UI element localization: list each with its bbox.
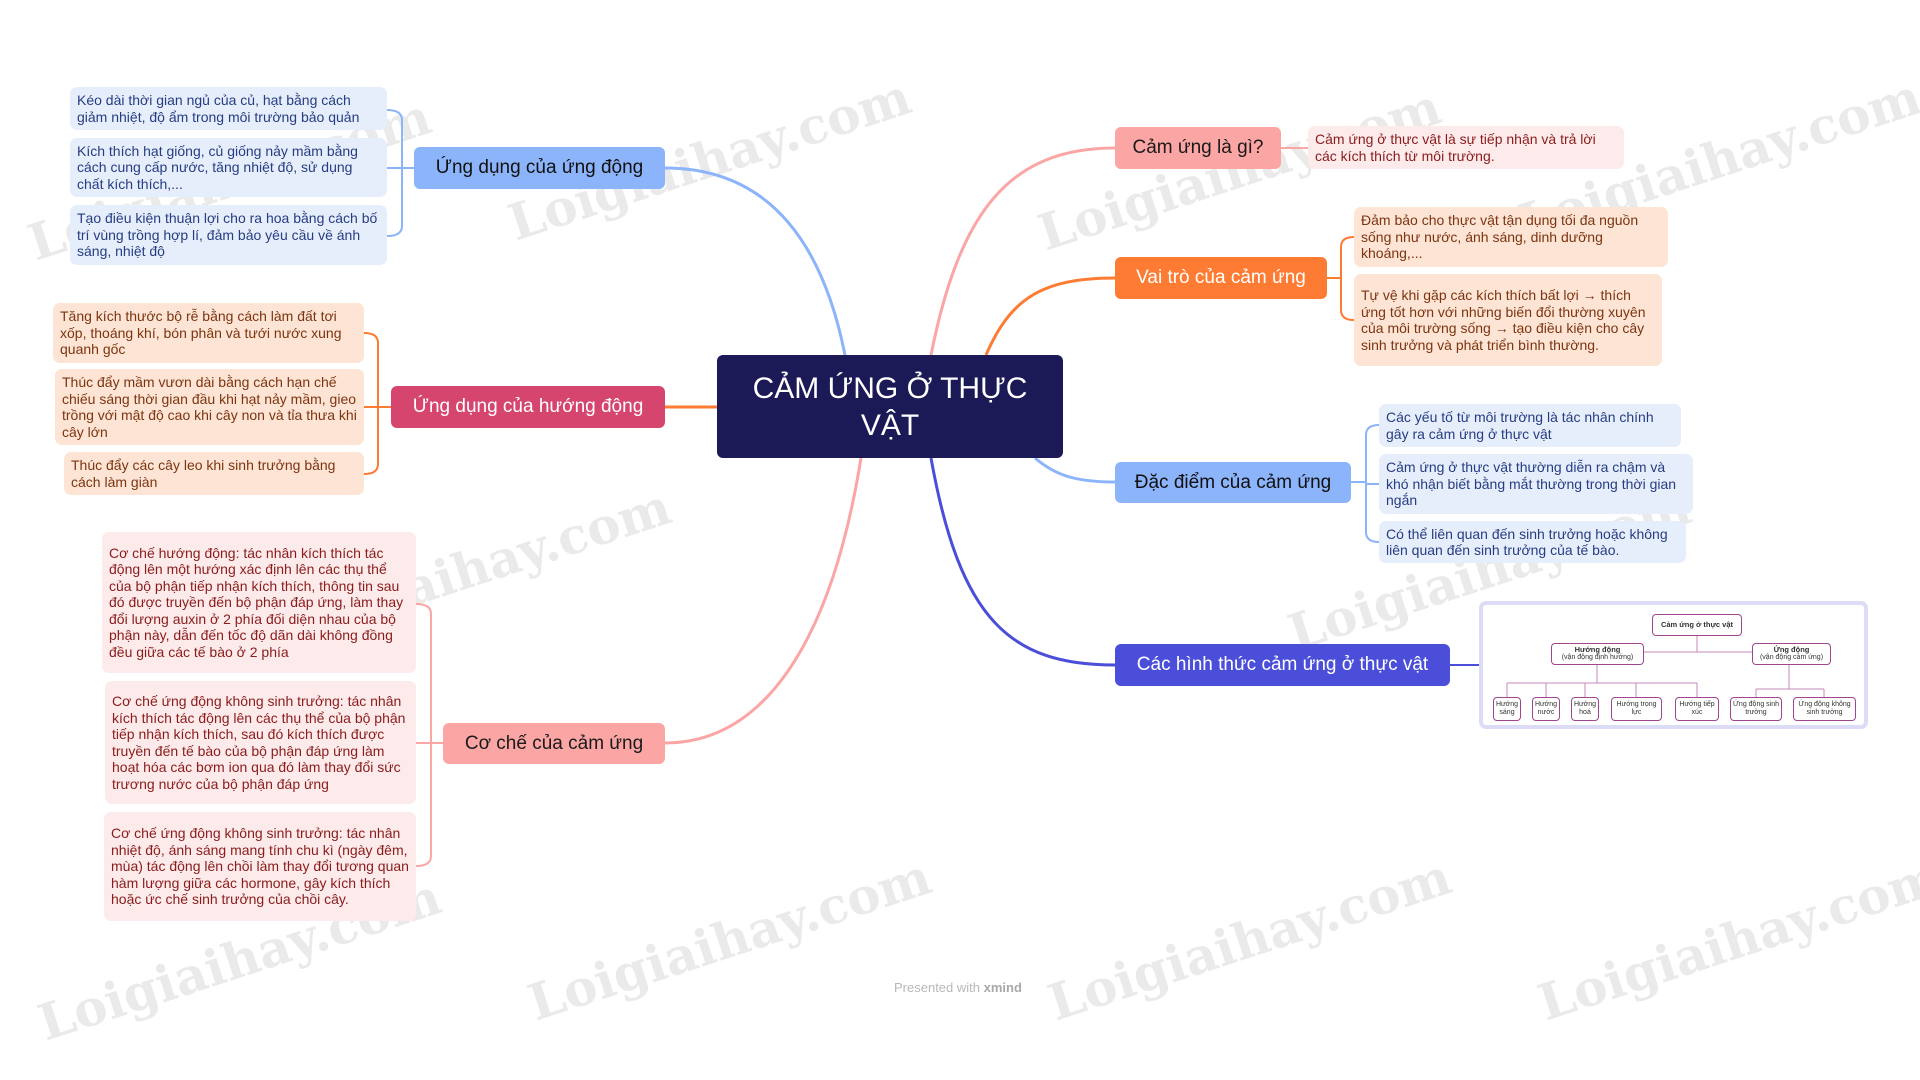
diagram-leaf: Ứng động không sinh trưởng [1793,697,1856,721]
subtopic[interactable]: Cơ chế ứng động không sinh trưởng: tác n… [104,812,416,921]
footer-prefix: Presented with [894,980,980,995]
classification-image[interactable]: Cảm ứng ở thực vật Hướng động(vận động đ… [1479,601,1868,729]
subtopic-text: Thúc đẩy các cây leo khi sinh trưởng bằn… [71,457,336,490]
topic-dac-diem[interactable]: Đặc điểm của cảm ứng [1115,462,1351,503]
topic-cam-ung-la-gi[interactable]: Cảm ứng là gì? [1115,127,1281,169]
topic-label: Đặc điểm của cảm ứng [1134,471,1332,493]
diagram-ung-dong: Ứng động(vận động cảm ứng) [1752,643,1831,665]
diagram-leaf: Hướng hoá [1571,697,1599,721]
subtopic[interactable]: Cơ chế hướng động: tác nhân kích thích t… [102,532,416,673]
link-hinh-thuc [929,457,1116,667]
diagram-root: Cảm ứng ở thực vật [1652,614,1742,636]
subtopic-text: Tăng kích thước bộ rễ bằng cách làm đất … [60,308,342,358]
topic-label: Ứng dụng của hướng động [412,396,644,417]
topic-label: Ứng dụng của ứng động [435,157,644,178]
subtopic-text: Cơ chế ứng động không sinh trưởng: tác n… [112,693,406,792]
subtopic[interactable]: Kéo dài thời gian ngủ của củ, hạt bằng c… [70,87,387,130]
subtopic[interactable]: Tự vệ khi gặp các kích thích bất lợi → t… [1354,274,1662,366]
subtopic[interactable]: Có thể liên quan đến sinh trưởng hoặc kh… [1379,521,1686,563]
subtopic-text: Cơ chế ứng động không sinh trưởng: tác n… [111,825,409,908]
subtopic[interactable]: Tăng kích thước bộ rễ bằng cách làm đất … [53,303,364,363]
subtopic[interactable]: Thúc đẩy các cây leo khi sinh trưởng bằn… [64,452,364,495]
topic-label: Cơ chế của cảm ứng [464,732,644,754]
topic-co-che-cam-ung[interactable]: Cơ chế của cảm ứng [443,723,665,764]
subtopic[interactable]: Tạo điều kiện thuận lợi cho ra hoa bằng … [70,205,387,265]
presented-with-xmind: Presented with xmind [894,980,1022,995]
topic-ung-dung-ung-dong[interactable]: Ứng dụng của ứng động [414,147,665,189]
central-topic-title: CẢM ỨNG Ở THỰC VẬT [752,371,1028,442]
topic-hinh-thuc[interactable]: Các hình thức cảm ứng ở thực vật [1115,644,1450,686]
link-ung-dung-ung-dong [664,166,847,356]
subtopic[interactable]: Các yếu tố từ môi trường là tác nhân chí… [1379,404,1681,447]
diagram-huong-dong: Hướng động(vận động định hướng) [1551,643,1644,665]
subtopic-text: Thúc đẩy mầm vươn dài bằng cách hạn chế … [62,374,357,440]
central-topic[interactable]: CẢM ỨNG Ở THỰC VẬT [717,355,1063,458]
subtopic[interactable]: Đảm bảo cho thực vật tận dụng tối đa ngu… [1354,207,1668,267]
subtopic[interactable]: Kích thích hạt giống, củ giống nảy mầm b… [70,138,387,197]
subtopic-text: Cảm ứng ở thực vật thường diễn ra chậm v… [1386,459,1677,509]
topic-ung-dung-huong-dong[interactable]: Ứng dụng của hướng động [391,386,665,428]
subtopic[interactable]: Thúc đẩy mầm vươn dài bằng cách hạn chế … [55,369,364,445]
diagram-leaf: Hướng tiếp xúc [1675,697,1719,721]
classification-lines [1506,636,1825,697]
subtopic-text: Cảm ứng ở thực vật là sự tiếp nhận và tr… [1315,131,1596,164]
subtopic-text: Có thể liên quan đến sinh trưởng hoặc kh… [1386,525,1668,559]
diagram-leaf: Hướng trọng lực [1611,697,1662,721]
link-dac-diem [1034,456,1116,484]
topic-label: Cảm ứng là gì? [1132,137,1264,158]
topic-label: Vai trò của cảm ứng [1136,267,1306,288]
diagram-leaf: Hướng nước [1532,697,1560,721]
subtopic-text: Cơ chế hướng động: tác nhân kích thích t… [109,544,404,660]
diagram-leaf: Ứng động sinh trưởng [1730,697,1782,721]
subtopic-text: Các yếu tố từ môi trường là tác nhân chí… [1386,409,1654,442]
diagram-leaf: Hướng sáng [1493,697,1521,721]
topic-label: Các hình thức cảm ứng ở thực vật [1136,654,1429,675]
xmind-brand: xmind [983,980,1022,995]
subtopic[interactable]: Cơ chế ứng động không sinh trưởng: tác n… [105,681,416,804]
subtopic-text: Tạo điều kiện thuận lợi cho ra hoa bằng … [77,210,378,260]
subtopic-text: Đảm bảo cho thực vật tận dụng tối đa ngu… [1361,212,1639,262]
link-dinh-nghia [929,146,1116,356]
subtopic[interactable]: Cảm ứng ở thực vật là sự tiếp nhận và tr… [1308,126,1624,169]
link-vai-tro [984,276,1116,356]
topic-vai-tro[interactable]: Vai trò của cảm ứng [1115,257,1327,299]
subtopic-text: Kéo dài thời gian ngủ của củ, hạt bằng c… [77,92,360,125]
link-co-che [664,457,863,745]
subtopic[interactable]: Cảm ứng ở thực vật thường diễn ra chậm v… [1379,454,1693,514]
subtopic-text: Tự vệ khi gặp các kích thích bất lợi → t… [1361,287,1646,353]
subtopic-text: Kích thích hạt giống, củ giống nảy mầm b… [77,142,358,192]
